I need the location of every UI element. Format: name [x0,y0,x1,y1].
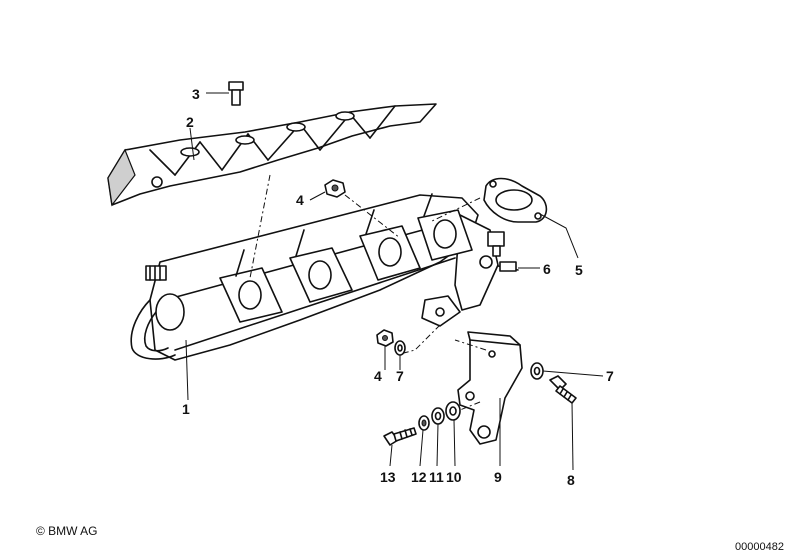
nut-upper [324,179,346,198]
heat-shield [107,103,437,207]
callout-3: 3 [192,86,200,102]
copyright-notice: © BMW AG [36,524,98,538]
callout-4-upper: 4 [296,192,304,208]
callout-6: 6 [543,261,551,277]
leader-lines [185,92,604,471]
washer-10 [445,401,461,421]
washer-11 [431,407,445,425]
bolt-right [549,375,577,404]
lock-washer-12 [418,415,430,431]
callout-13: 13 [380,469,396,485]
callout-5: 5 [575,262,583,278]
callout-7-left: 7 [396,368,404,384]
callout-8: 8 [567,472,575,488]
callout-1: 1 [182,401,190,417]
callout-10: 10 [446,469,462,485]
washer-right [530,362,544,380]
gasket [483,177,548,223]
bolt-top [228,81,244,106]
callout-7-right: 7 [606,368,614,384]
callout-12: 12 [411,469,427,485]
bolt-13 [383,427,417,446]
stud-fitting [487,231,519,272]
exhaust-manifold [130,193,499,361]
document-number: 00000482 [735,541,784,553]
callout-11: 11 [429,469,444,485]
bracket [457,331,523,445]
nut-lower [376,329,394,347]
callout-9: 9 [494,469,502,485]
callout-2: 2 [186,114,194,130]
callout-4-lower: 4 [374,368,382,384]
callout-labels: 3 2 4 1 5 6 4 7 7 8 9 10 11 12 13 [182,86,614,488]
assembly-lines [249,174,487,411]
